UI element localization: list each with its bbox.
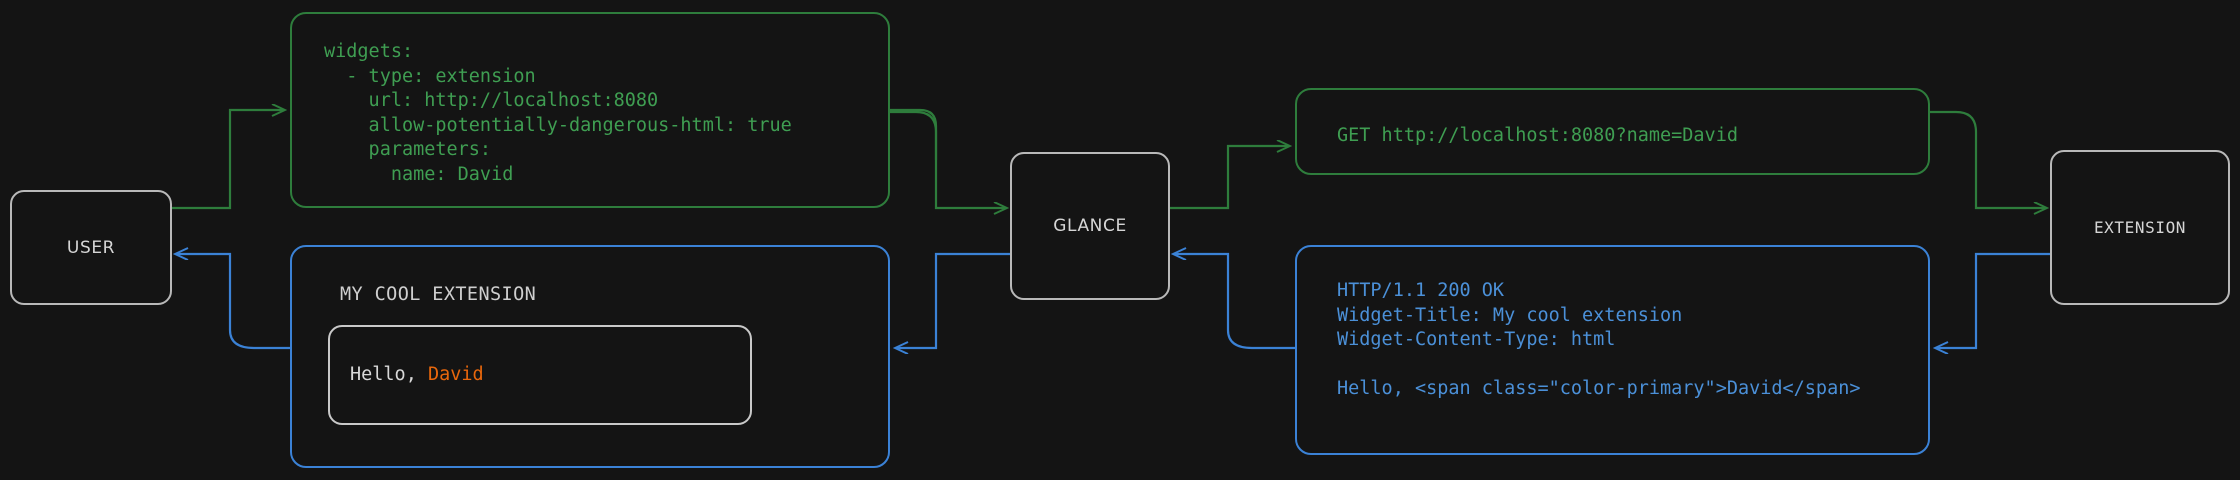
card-rendered-widget: MY COOL EXTENSION Hello, David: [290, 245, 890, 468]
node-user-label: USER: [66, 237, 116, 258]
card-yaml-config: widgets: - type: extension url: http://l…: [290, 12, 890, 208]
wire-response-to-glance: [1174, 254, 1295, 350]
wire-config-to-glance: [890, 108, 938, 160]
wire-widget-to-user: [176, 254, 290, 350]
wire-yaml-to-glance: [890, 110, 1006, 208]
node-extension[interactable]: EXTENSION: [2050, 150, 2230, 305]
widget-body-prefix: Hello,: [350, 364, 428, 385]
wire-glance-to-request: [1170, 146, 1289, 210]
yaml-config-text: widgets: - type: extension url: http://l…: [324, 41, 792, 185]
widget-title: MY COOL EXTENSION: [340, 284, 537, 305]
card-http-request: GET http://localhost:8080?name=David: [1295, 88, 1930, 175]
node-extension-label: EXTENSION: [2093, 218, 2187, 237]
wire-glance-to-widget: [896, 252, 1010, 348]
http-request-text: GET http://localhost:8080?name=David: [1337, 125, 1738, 146]
widget-body-text: Hello, David: [350, 363, 484, 388]
node-glance-label: GLANCE: [1053, 216, 1127, 236]
wire-user-to-config: [172, 110, 284, 210]
wire-extension-to-response: [1936, 252, 2050, 348]
widget-body-box: Hello, David: [328, 325, 752, 425]
card-http-response: HTTP/1.1 200 OK Widget-Title: My cool ex…: [1295, 245, 1930, 455]
node-user[interactable]: USER: [10, 190, 172, 305]
widget-body-accent: David: [427, 364, 484, 385]
node-glance[interactable]: GLANCE: [1010, 152, 1170, 300]
http-response-text: HTTP/1.1 200 OK Widget-Title: My cool ex…: [1337, 280, 1861, 399]
wire-request-to-extension: [1930, 110, 2046, 208]
